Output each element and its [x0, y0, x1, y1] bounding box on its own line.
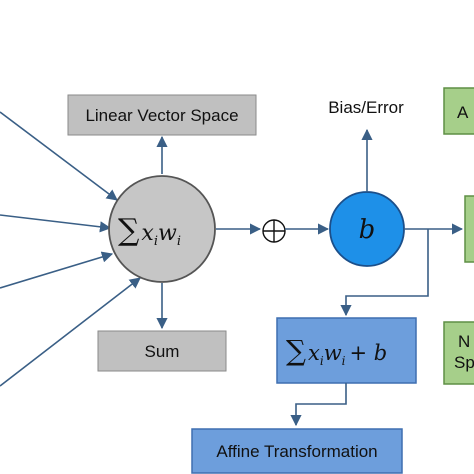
affine-sum-box: ∑xiwi+ b	[276, 317, 417, 384]
right-green-box-middle	[464, 195, 474, 263]
affine-transformation-label: Affine Transformation	[216, 442, 377, 461]
affine-sum-formula: ∑xiwi+ b	[286, 334, 387, 368]
bias-symbol: b	[359, 215, 376, 245]
right-box-bottom-label-1: N	[458, 332, 470, 351]
arrow-to-affine-transformation	[290, 383, 347, 427]
right-box-bottom-label-2: Sp	[454, 353, 474, 372]
bias-node: b	[329, 191, 405, 267]
input-arrow-4	[0, 277, 141, 387]
input-arrows	[0, 111, 141, 387]
weighted-sum-node: ∑xiwi	[108, 175, 216, 283]
sum-label: Sum	[145, 342, 180, 361]
right-box-top-label: A	[457, 103, 469, 122]
input-arrow-1	[0, 111, 118, 201]
input-arrow-2	[0, 214, 112, 233]
weighted-sum-formula: ∑xiwi	[118, 213, 181, 249]
right-green-box-top: A	[443, 87, 474, 135]
input-arrow-3	[0, 251, 114, 289]
arrow-to-affine-sum	[340, 229, 429, 317]
linear-vector-space-box: Linear Vector Space	[67, 94, 257, 136]
right-green-box-bottom: N Sp	[443, 321, 474, 385]
sum-box: Sum	[97, 330, 227, 372]
affine-transformation-box: Affine Transformation	[191, 428, 403, 474]
bias-error-label: Bias/Error	[328, 98, 404, 117]
plus-operator	[262, 219, 286, 243]
linear-vector-space-label: Linear Vector Space	[85, 106, 238, 125]
